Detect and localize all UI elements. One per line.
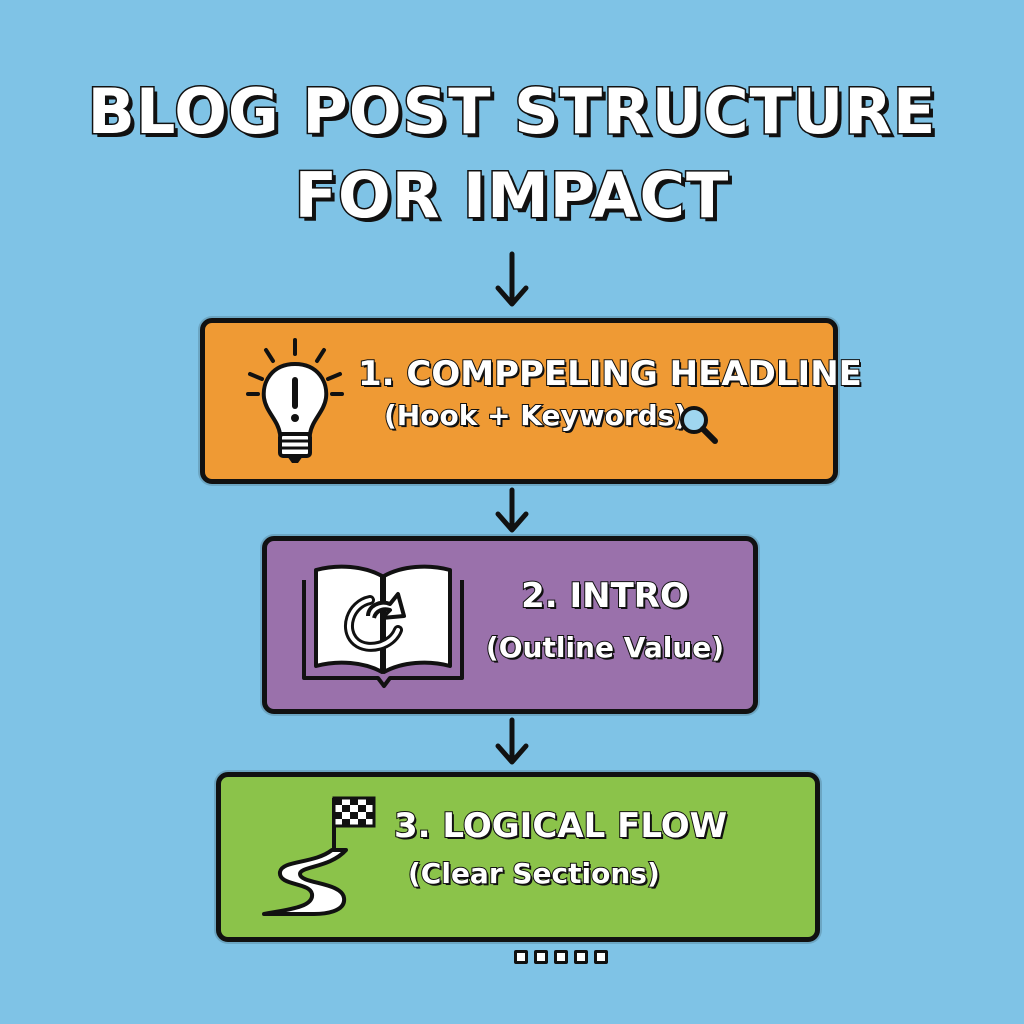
step-3-subtext: (Clear Sections) <box>407 856 661 891</box>
dot <box>554 950 568 964</box>
title-line-2: FOR IMPACT <box>293 158 730 234</box>
diagram-title: BLOG POST STRUCTURE FOR IMPACT <box>0 70 1024 238</box>
dot <box>594 950 608 964</box>
step-1-heading: 1. COMPPELING HEADLINE <box>357 353 863 395</box>
open-book-icon <box>302 564 464 688</box>
lightbulb-icon <box>246 338 344 463</box>
step-2-text: 2. INTRO (Outline Value) <box>470 574 740 668</box>
step-2-heading: 2. INTRO <box>520 575 690 617</box>
continuation-dots <box>514 950 608 964</box>
step-2-subtext: (Outline Value) <box>485 630 725 665</box>
step-3-heading: 3. LOGICAL FLOW <box>393 805 728 847</box>
step-3-text: 3. LOGICAL FLOW (Clear Sections) <box>393 804 754 894</box>
winding-road-flag-icon <box>262 796 376 916</box>
step-1-subtext: (Hook + Keywords) <box>383 398 688 433</box>
dot <box>514 950 528 964</box>
down-arrow-icon <box>495 717 529 765</box>
dot <box>534 950 548 964</box>
dot <box>574 950 588 964</box>
down-arrow-icon <box>495 251 529 307</box>
step-1-text: 1. COMPPELING HEADLINE (Hook + Keywords) <box>357 352 863 436</box>
title-line-1: BLOG POST STRUCTURE <box>86 74 937 150</box>
magnifier-icon <box>680 406 718 444</box>
down-arrow-icon <box>495 487 529 533</box>
